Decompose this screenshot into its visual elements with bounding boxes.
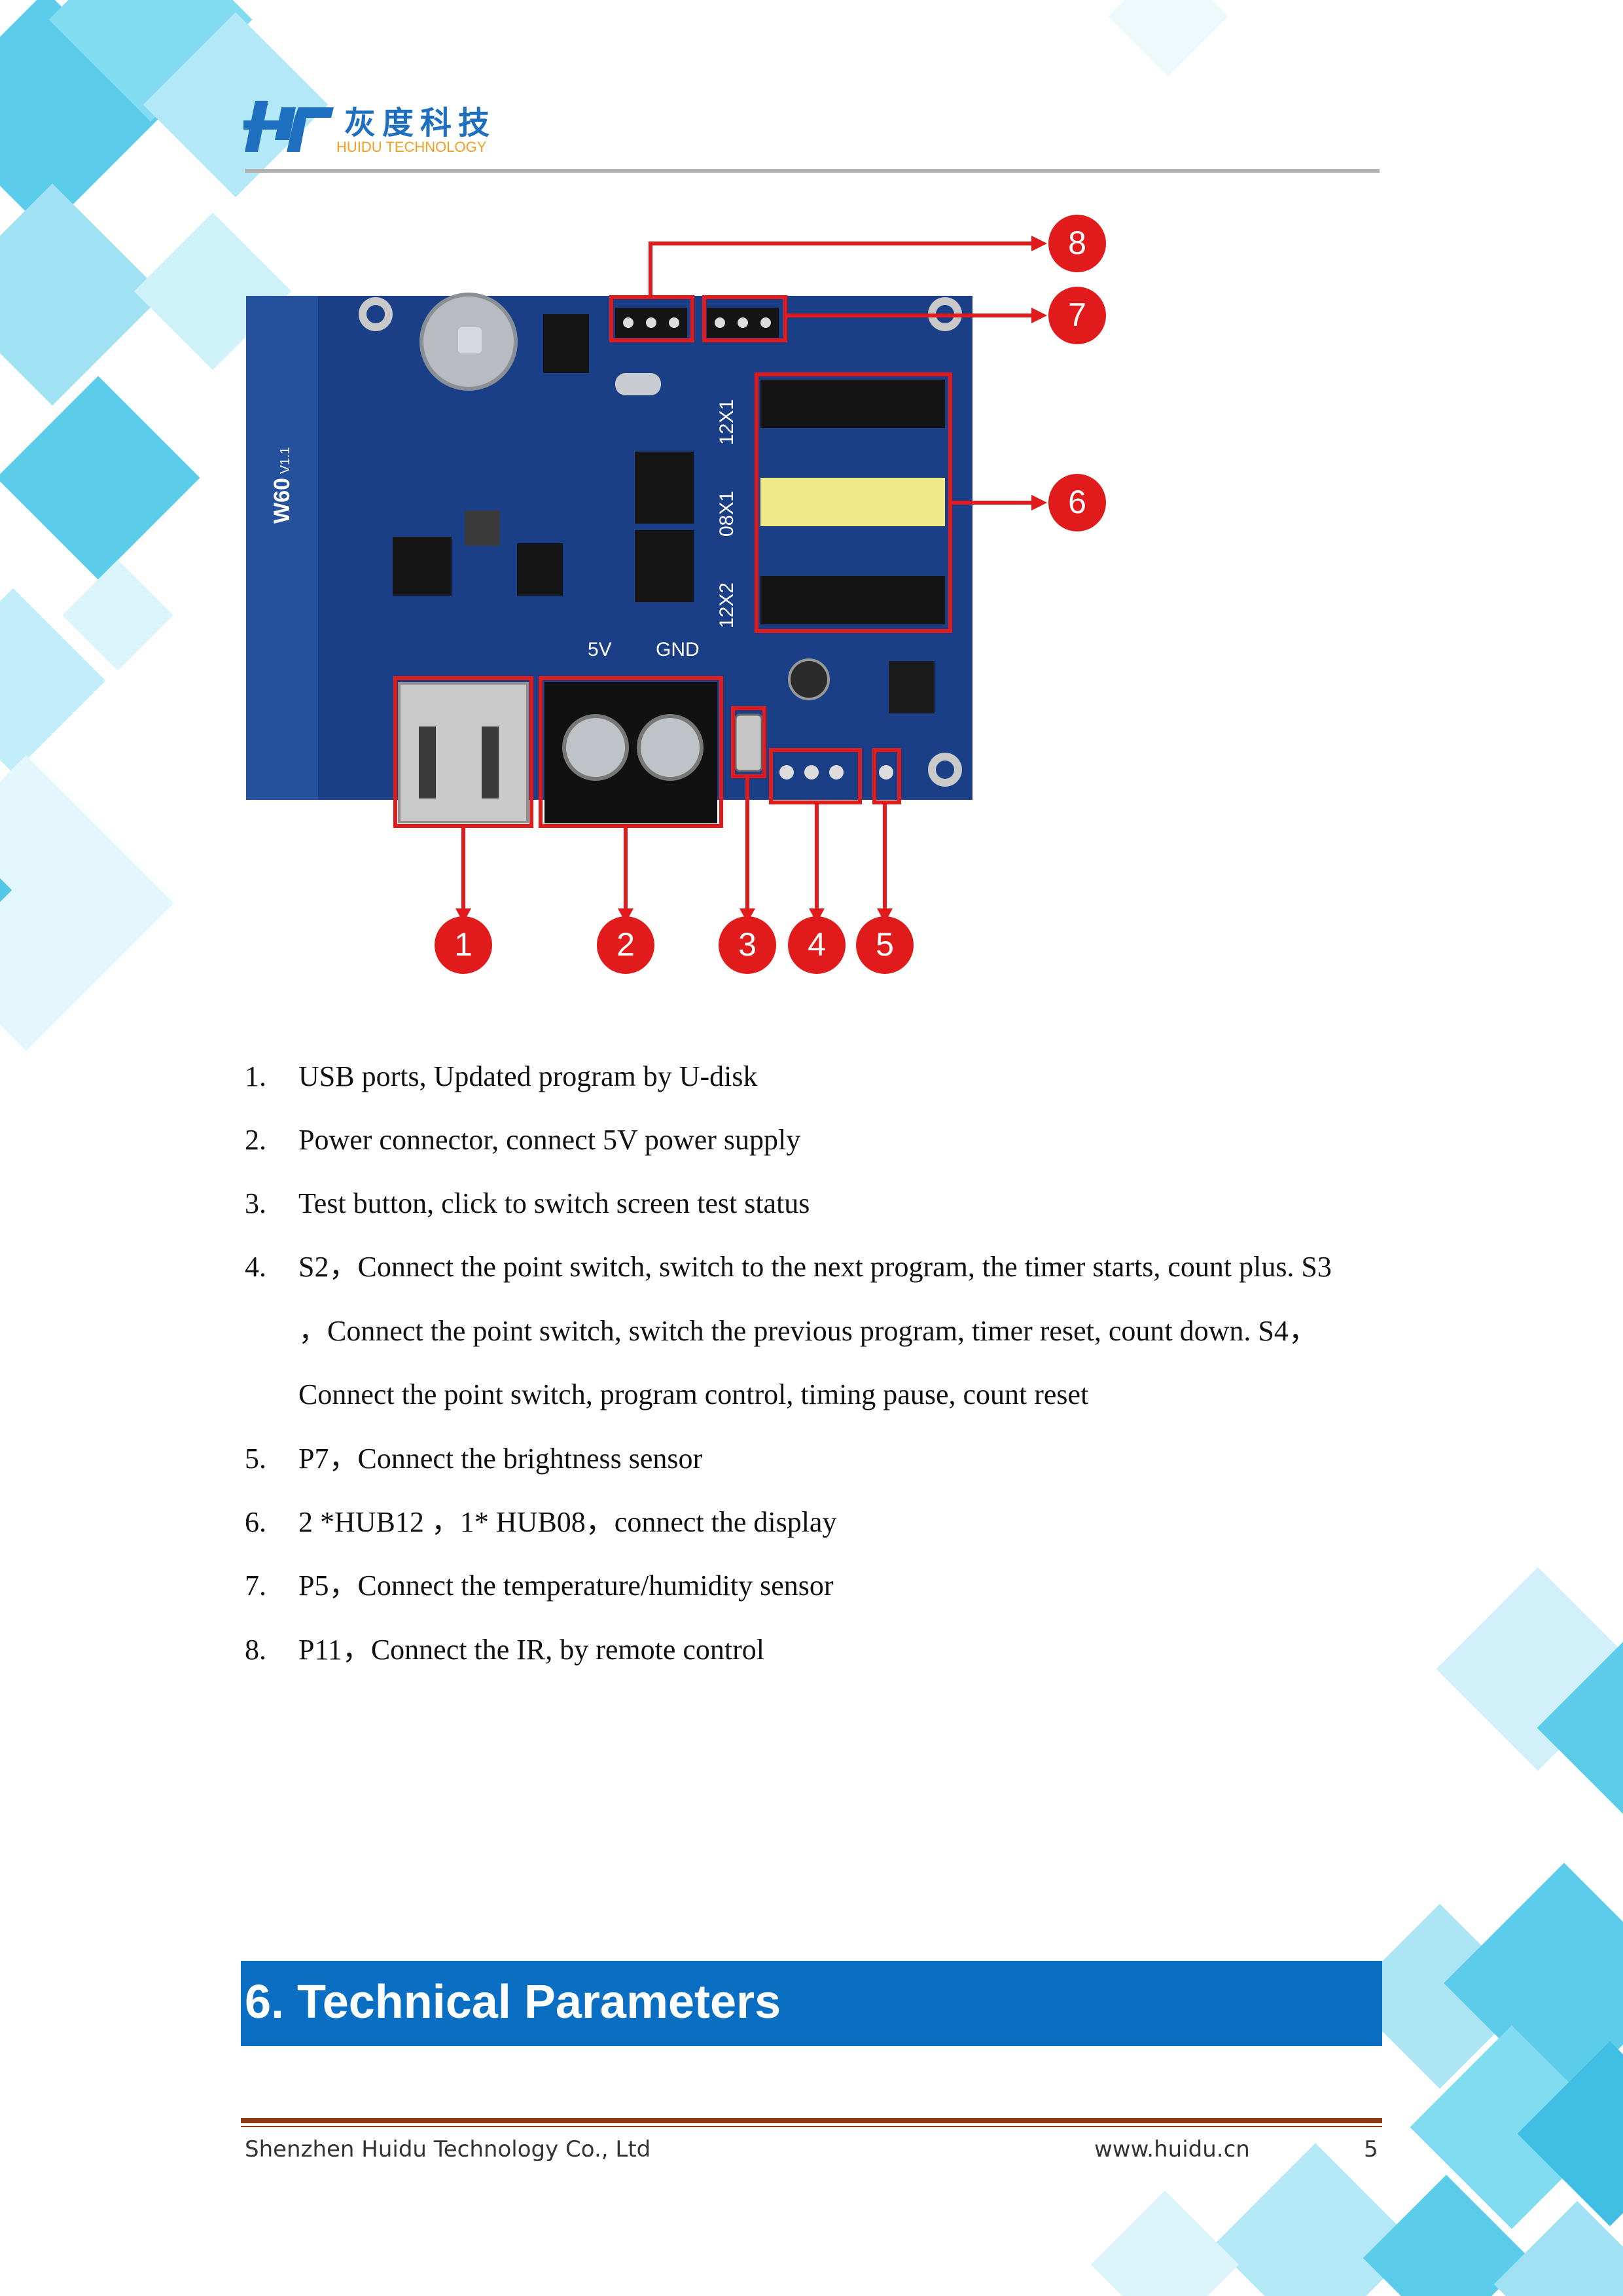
footer-rule-thick — [241, 2118, 1382, 2123]
hub-label-1: 12X1 — [716, 399, 738, 445]
header-rule — [245, 169, 1380, 173]
list-number: 3. — [245, 1187, 266, 1219]
hub12-header-bottom — [760, 576, 945, 624]
callout-6-number: 6 — [1068, 484, 1086, 520]
callout-8: 8 — [1048, 215, 1106, 272]
list-number: 2. — [245, 1124, 266, 1156]
list-number: 1. — [245, 1060, 266, 1092]
callout-4-number: 4 — [808, 926, 826, 963]
regulator — [889, 661, 935, 713]
list-text: P5，Connect the temperature/humidity sens… — [298, 1570, 834, 1602]
logo-english-name: HUIDU TECHNOLOGY — [336, 139, 487, 155]
callout-5: 5 — [856, 916, 914, 974]
inductor — [465, 511, 500, 546]
callout-1-number: 1 — [454, 926, 473, 963]
huidu-logo-mark-icon — [243, 101, 334, 152]
list-text: P11，Connect the IR, by remote control — [298, 1634, 765, 1666]
footer-rule-thin — [241, 2126, 1382, 2127]
callout-7: 7 — [1048, 287, 1106, 344]
section-heading-bar: 6. Technical Parameters — [241, 1961, 1382, 2046]
chip — [517, 543, 563, 596]
list-number: 7. — [245, 1570, 266, 1602]
list-number: 6. — [245, 1506, 266, 1538]
callout-7-number: 7 — [1068, 296, 1086, 333]
callout-3-number: 3 — [738, 926, 757, 963]
list-text-line-3: Connect the point switch, program contro… — [298, 1378, 1089, 1410]
list-text: Power connector, connect 5V power supply — [298, 1124, 801, 1156]
callout-6: 6 — [1048, 474, 1106, 531]
test-button — [734, 713, 763, 772]
footer-company: Shenzhen Huidu Technology Co., Ltd — [245, 2136, 651, 2162]
power-label-5v: 5V — [588, 639, 612, 660]
hub-label-2: 08X1 — [716, 491, 738, 537]
list-text-line-1: S2，Connect the point switch, switch to t… — [298, 1251, 1332, 1283]
controller-board-diagram: W60 V1.1 5V GND 12X1 08X1 12X2 — [246, 215, 1106, 974]
callout-4: 4 — [788, 916, 846, 974]
board-model-label: W60 — [270, 478, 294, 524]
callout-2: 2 — [597, 916, 654, 974]
capacitor — [788, 658, 830, 700]
footer-website[interactable]: www.huidu.cn — [1094, 2136, 1250, 2162]
hub-label-3: 12X2 — [716, 583, 738, 628]
crystal — [615, 373, 661, 395]
hub08-header — [760, 478, 945, 526]
chip — [635, 452, 694, 524]
list-number: 8. — [245, 1634, 266, 1666]
chip — [393, 537, 452, 596]
callout-8-number: 8 — [1068, 224, 1086, 261]
chip — [635, 530, 694, 602]
list-text-line-2: ，Connect the point switch, switch the pr… — [298, 1315, 1317, 1347]
callout-1: 1 — [435, 916, 492, 974]
company-logo: 灰度科技 HUIDU TECHNOLOGY — [243, 97, 505, 156]
logo-chinese-name: 灰度科技 — [344, 105, 497, 141]
callout-5-number: 5 — [876, 926, 894, 963]
hub12-header-top — [760, 380, 945, 428]
list-text: P7，Connect the brightness sensor — [298, 1443, 703, 1475]
section-title: 6. Technical Parameters — [245, 1976, 781, 2028]
board-model-version: V1.1 — [278, 447, 293, 474]
usb-port — [398, 682, 529, 823]
list-text: 2 *HUB12 ，1* HUB08，connect the display — [298, 1506, 837, 1538]
chip — [543, 314, 589, 373]
list-number: 5. — [245, 1443, 266, 1475]
power-label-gnd: GND — [656, 639, 700, 660]
callout-3: 3 — [719, 916, 776, 974]
list-number: 4. — [245, 1251, 266, 1283]
callout-2-number: 2 — [616, 926, 635, 963]
list-text: USB ports, Updated program by U-disk — [298, 1060, 758, 1092]
list-text: Test button, click to switch screen test… — [298, 1187, 810, 1219]
footer-page-number: 5 — [1364, 2136, 1378, 2162]
